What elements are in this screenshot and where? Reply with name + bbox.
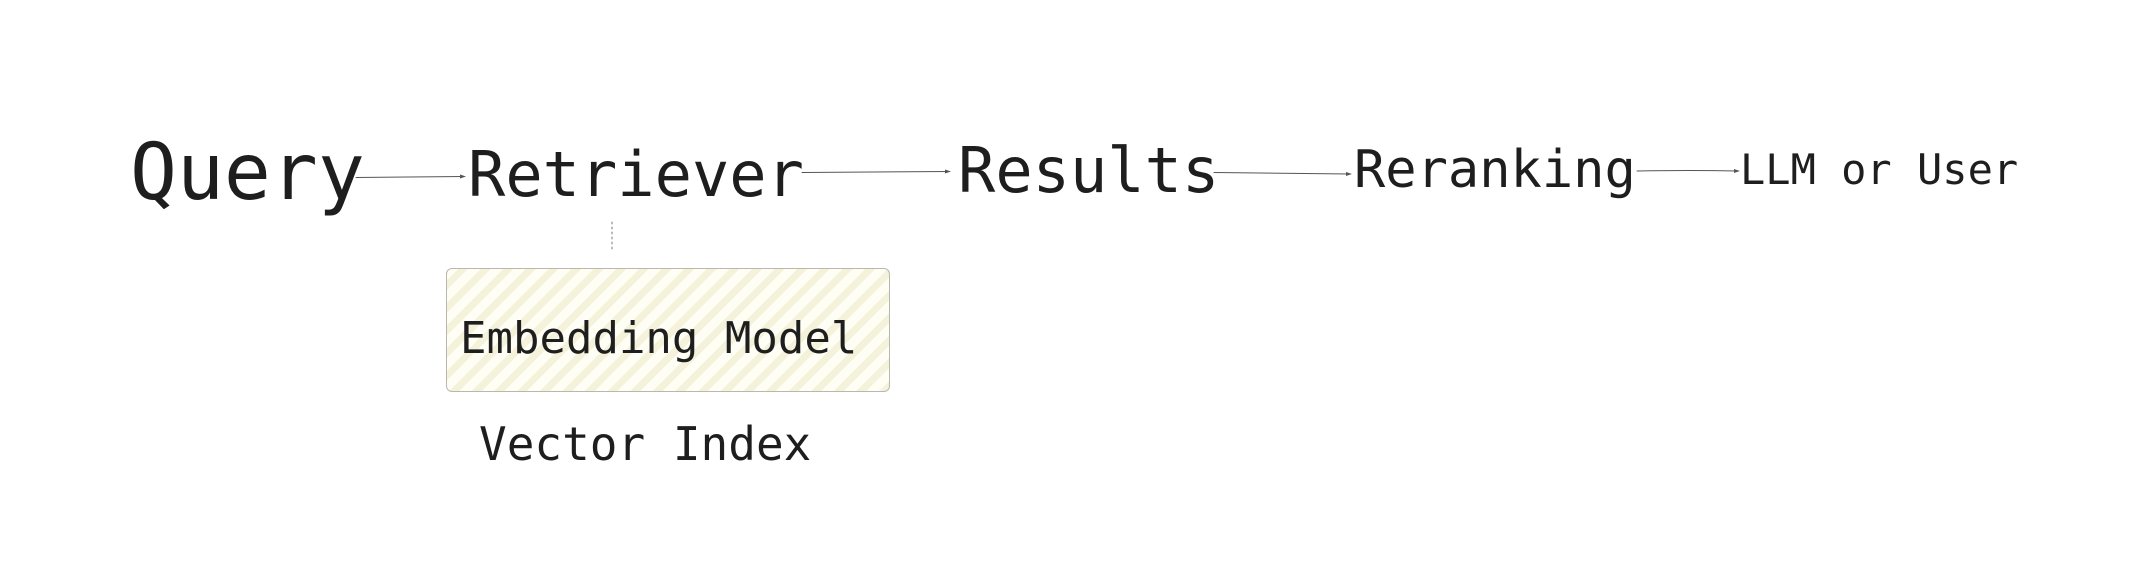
connector-results-reranking [1213, 172, 1351, 175]
node-results: Results [958, 134, 1220, 207]
connector-reranking-llm [1636, 170, 1739, 172]
node-llm-or-user: LLM or User [1740, 145, 2019, 194]
arrowhead-query-retriever [460, 174, 466, 179]
arrowhead-retriever-results [945, 169, 951, 174]
node-retriever: Retriever [468, 138, 804, 211]
arrowhead-reranking-llm [1734, 169, 1740, 173]
connector-retriever-results [801, 171, 950, 173]
embedding-model-box: Embedding Model [446, 268, 890, 392]
node-embedding-model: Embedding Model [460, 313, 858, 364]
node-reranking: Reranking [1354, 140, 1636, 200]
node-query: Query [130, 128, 365, 218]
node-vector-index: Vector Index [479, 417, 812, 471]
arrowhead-results-reranking [1346, 172, 1352, 176]
connector-query-retriever [355, 176, 465, 178]
